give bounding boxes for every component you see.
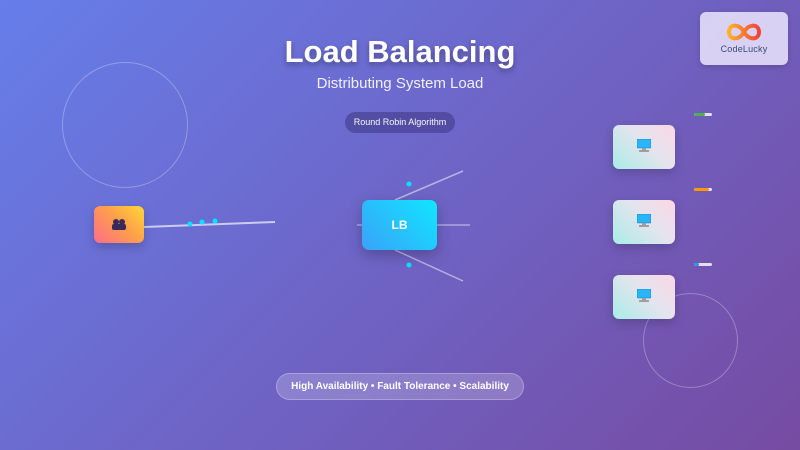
users-icon <box>112 219 126 230</box>
monitor-icon <box>637 139 651 152</box>
features-banner: High Availability • Fault Tolerance • Sc… <box>276 373 524 400</box>
monitor-icon <box>637 214 651 227</box>
server-node-1 <box>613 125 675 169</box>
algorithm-badge: Round Robin Algorithm <box>345 112 455 133</box>
server-1-load-fill <box>694 113 705 116</box>
server-node-2 <box>613 200 675 244</box>
page-title: Load Balancing <box>284 34 516 69</box>
server-node-3 <box>613 275 675 319</box>
decorative-circle-left <box>62 62 188 188</box>
monitor-icon <box>637 289 651 302</box>
data-packets <box>187 181 412 268</box>
server-3-load-fill <box>694 263 700 266</box>
infinity-logo-icon <box>726 23 762 41</box>
logo-text: CodeLucky <box>720 44 768 54</box>
server-3-load-bar <box>694 263 712 266</box>
server-1-load-bar <box>694 113 712 116</box>
server-2-load-fill <box>694 188 710 191</box>
codelucky-logo: CodeLucky <box>700 12 788 65</box>
client-node <box>94 206 144 243</box>
load-balancer-node: LB <box>362 200 437 250</box>
server-2-load-bar <box>694 188 712 191</box>
decorative-circle-right <box>643 293 738 388</box>
page-subtitle: Distributing System Load <box>316 75 484 92</box>
